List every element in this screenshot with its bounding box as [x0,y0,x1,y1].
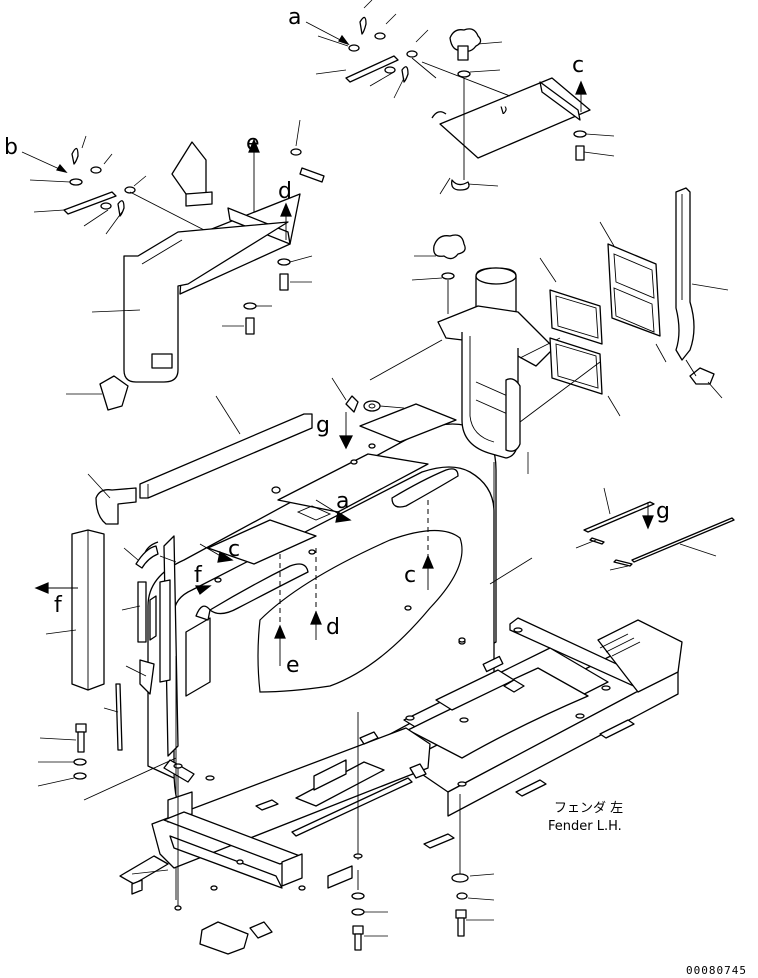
label-c-top: c [572,53,584,78]
grommet-parts [331,377,405,413]
latch-assembly-b: b [4,135,209,235]
label-d-body: d [326,615,340,640]
filter-panels [519,187,729,423]
label-e-top: e [246,131,260,156]
label-c-side: c [404,563,416,588]
latch-assembly-a: a [288,0,429,99]
label-a-top: a [288,5,301,30]
label-a-body: a [336,489,349,514]
label-g-right: g [656,499,670,524]
document-id: 00080745 [686,964,747,977]
left-seal-parts: f [34,473,177,900]
note-jp: フェンダ 左 [554,801,623,816]
svg-text:ν: ν [500,103,507,118]
duct-assembly [369,234,561,474]
fender-frame [403,617,683,817]
label-f-left: f [54,593,63,618]
label-b: b [4,135,18,160]
label-d-top: d [278,179,292,204]
bolt-washers-left [37,723,177,801]
knob-plate-top-right: ν c [411,28,615,195]
label-f-body: f [194,563,203,588]
bottom-plate [119,712,461,955]
fender-note: フェンダ 左 Fender L.H. [548,801,623,834]
seal-strips-g: g [575,487,735,571]
fender-body: a c f c e d g [139,395,533,829]
note-en: Fender L.H. [548,819,622,834]
label-c-body: c [228,537,240,562]
label-g-body: g [316,413,330,438]
label-e-body: e [286,653,300,678]
cover-left-assembly: ν e d [66,119,325,411]
bolt-washers-bottom [351,870,495,951]
